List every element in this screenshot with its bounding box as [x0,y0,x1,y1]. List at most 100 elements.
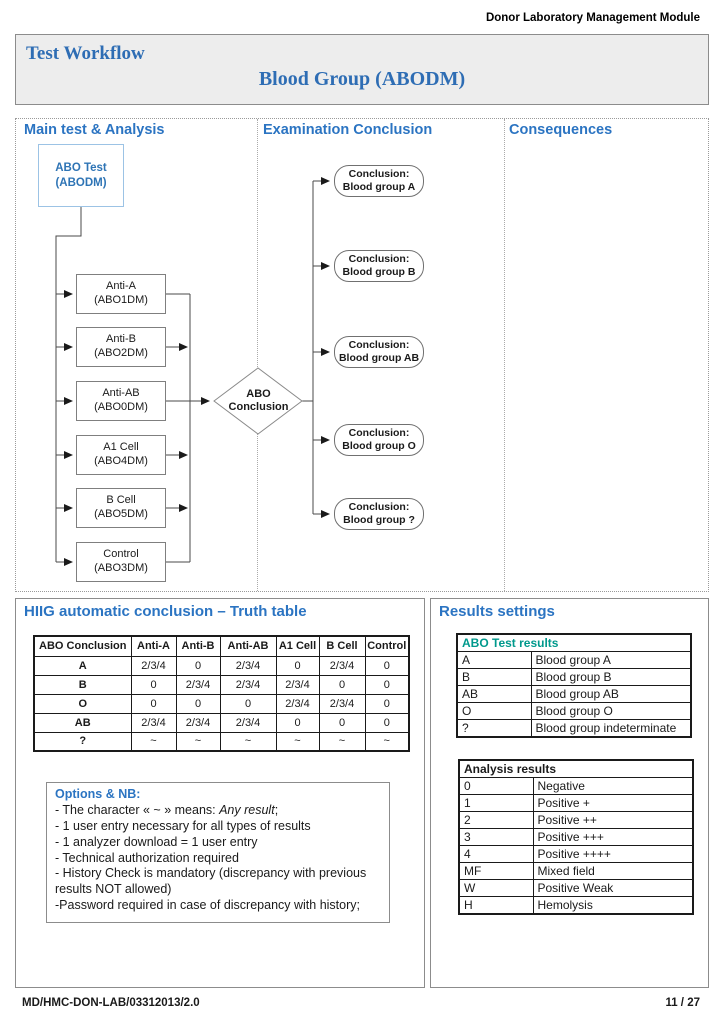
truth-cell: 0 [275,655,320,676]
analysis-results-header: Analysis results [458,759,694,778]
result-meaning: Positive ++++ [532,845,694,863]
options-note: - Technical authorization required [55,850,239,865]
conclusion-stadium-ab: Conclusion: Blood group AB [334,336,424,368]
truth-table: ABO Conclusion Anti-A Anti-B Anti-AB A1 … [33,635,410,752]
truth-cell: ~ [318,731,366,752]
truth-col-header: B Cell [318,635,366,657]
conclusion-line2: Blood group B [342,266,416,278]
test-box-code: (ABO0DM) [94,401,148,413]
result-meaning: Positive Weak [532,879,694,897]
result-code: H [458,896,534,915]
table-row: H Hemolysis [458,896,694,915]
table-row: MF Mixed field [458,862,694,880]
title-box: Test Workflow Blood Group (ABODM) [15,34,709,105]
table-row: A Blood group A [456,651,692,669]
result-code: 1 [458,794,534,812]
test-box-code: (ABO2DM) [94,347,148,359]
conclusion-line1: Conclusion: [348,501,410,514]
conclusion-line1: Conclusion: [348,427,410,440]
truth-row-label: AB [33,712,132,733]
result-code: O [456,702,532,720]
truth-table-header-row: ABO Conclusion Anti-A Anti-B Anti-AB A1 … [33,635,410,657]
result-code: 3 [458,828,534,846]
truth-cell: 2/3/4 [175,674,221,695]
column-heading-main-test: Main test & Analysis [24,122,165,138]
truth-col-header: Anti-B [175,635,221,657]
result-code: 2 [458,811,534,829]
test-box-label: Control [103,548,139,561]
footer-page-number: 11 / 27 [665,997,700,1009]
options-note: - History Check is mandatory (discrepanc… [55,866,367,897]
truth-cell: 0 [364,693,410,714]
truth-cell: 0 [275,712,320,733]
test-box-b-cell: B Cell (ABO5DM) [76,488,166,528]
table-row: B Blood group B [456,668,692,686]
truth-table-section: HIIG automatic conclusion – Truth table … [15,598,425,988]
truth-table-row: A 2/3/4 0 2/3/4 0 2/3/4 0 [33,655,410,676]
column-heading-exam-conclusion: Examination Conclusion [263,122,433,138]
test-box-label: A1 Cell [103,441,139,454]
truth-cell: 0 [175,693,221,714]
truth-col-header: ABO Conclusion [33,635,132,657]
results-settings-heading: Results settings [439,603,555,620]
table-row: ? Blood group indeterminate [456,719,692,738]
table-row: AB Blood group AB [456,685,692,703]
conclusion-stadium-a: Conclusion: Blood group A [334,165,424,197]
truth-cell: 2/3/4 [130,655,177,676]
analysis-results-header-row: Analysis results [458,759,694,778]
conclusion-stadium-o: Conclusion: Blood group O [334,424,424,456]
options-note: - 1 user entry necessary for all types o… [55,818,311,833]
test-box-code: (ABO4DM) [94,455,148,467]
abo-test-start-box: ABO Test (ABODM) [38,144,124,207]
options-note: - 1 analyzer download = 1 user entry [55,834,258,849]
table-row: 2 Positive ++ [458,811,694,829]
result-meaning: Negative [532,777,694,795]
truth-cell: 2/3/4 [275,674,320,695]
truth-cell: ~ [175,731,221,752]
truth-col-header: A1 Cell [275,635,320,657]
result-code: B [456,668,532,686]
result-meaning: Positive ++ [532,811,694,829]
truth-cell: ~ [219,731,277,752]
truth-cell: 0 [364,674,410,695]
abo-test-results-table: ABO Test results A Blood group A B Blood… [456,633,692,738]
note-text: ; [274,802,279,817]
test-box-label: Anti-AB [102,387,140,400]
page-title: Test Workflow [26,43,145,64]
table-row: 3 Positive +++ [458,828,694,846]
truth-cell: 0 [364,712,410,733]
truth-col-header: Control [364,635,410,657]
options-note: - The character « ~ » means: Any result; [55,803,381,819]
truth-cell: 2/3/4 [275,693,320,714]
column-divider [504,119,505,591]
test-box-label: B Cell [106,494,136,507]
options-box: Options & NB: - The character « ~ » mean… [46,782,390,923]
test-box-code: (ABO5DM) [94,508,148,520]
flowchart-connectors [55,177,330,566]
options-heading: Options & NB: [55,787,141,801]
truth-cell: 2/3/4 [219,655,277,676]
test-box-a1-cell: A1 Cell (ABO4DM) [76,435,166,475]
truth-cell: 0 [318,674,366,695]
table-row: W Positive Weak [458,879,694,897]
conclusion-line1: Conclusion: [348,168,410,181]
conclusion-line1: Conclusion: [348,253,410,266]
test-box-code: (ABO1DM) [94,294,148,306]
truth-cell: 2/3/4 [219,674,277,695]
truth-row-label: ? [33,731,132,752]
page-subtitle: Blood Group (ABODM) [258,68,466,90]
result-meaning: Positive + [532,794,694,812]
result-code: W [458,879,534,897]
abo-results-header-row: ABO Test results [456,633,692,652]
truth-cell: 0 [219,693,277,714]
truth-row-label: O [33,693,132,714]
result-code: 4 [458,845,534,863]
truth-cell: 0 [364,655,410,676]
decision-line2: Conclusion [228,401,289,414]
decision-diamond-shape [213,367,303,435]
truth-cell: 2/3/4 [318,655,366,676]
truth-cell: 0 [130,693,177,714]
result-meaning: Mixed field [532,862,694,880]
truth-table-row: O 0 0 0 2/3/4 2/3/4 0 [33,693,410,714]
